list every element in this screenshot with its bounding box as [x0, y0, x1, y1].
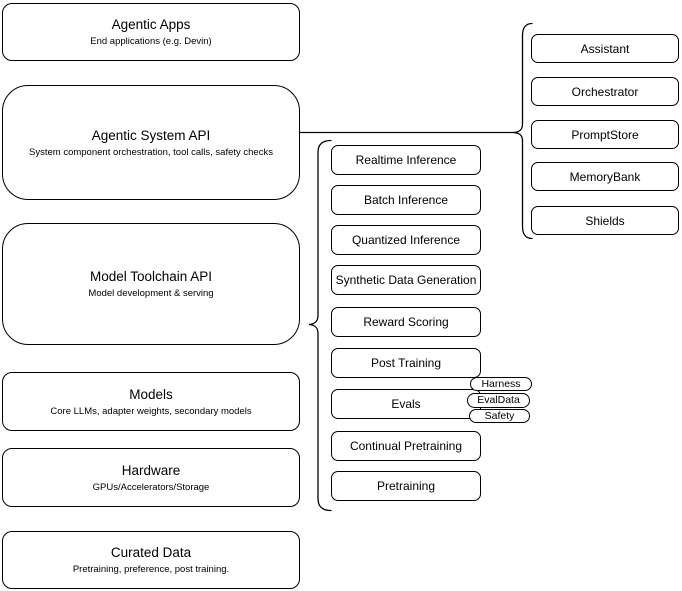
tag-safety: Safety — [469, 409, 530, 423]
hardware-box: Hardware GPUs/Accelerators/Storage — [2, 448, 300, 507]
agentic-apps-subtitle: End applications (e.g. Devin) — [90, 36, 212, 47]
hardware-subtitle: GPUs/Accelerators/Storage — [92, 481, 210, 493]
tag-evaldata: EvalData — [467, 393, 530, 408]
box-synthetic-data-generation: Synthetic Data Generation — [331, 265, 481, 295]
models-subtitle: Core LLMs, adapter weights, secondary mo… — [50, 405, 252, 417]
box-shields: Shields — [531, 206, 679, 235]
model-toolchain-api-box: Model Toolchain API Model development & … — [2, 223, 300, 345]
model-toolchain-api-subtitle: Model development & serving — [88, 288, 214, 299]
curated-data-subtitle: Pretraining, preference, post training. — [72, 564, 230, 575]
box-batch-inference: Batch Inference — [331, 185, 481, 215]
tag-harness: Harness — [470, 377, 532, 391]
box-pretraining: Pretraining — [331, 471, 481, 501]
box-promptstore: PromptStore — [531, 120, 679, 149]
model-toolchain-api-title: Model Toolchain API — [89, 269, 213, 284]
box-post-training: Post Training — [331, 348, 481, 378]
box-orchestrator: Orchestrator — [531, 77, 679, 106]
models-title: Models — [129, 386, 173, 402]
toolchain-brace — [308, 139, 332, 512]
hardware-title: Hardware — [121, 462, 181, 478]
box-quantized-inference: Quantized Inference — [331, 225, 481, 255]
box-realtime-inference: Realtime Inference — [331, 145, 481, 175]
agentic-system-api-subtitle: System component orchestration, tool cal… — [29, 146, 273, 158]
box-assistant: Assistant — [531, 34, 679, 63]
box-memorybank: MemoryBank — [531, 162, 679, 191]
box-continual-pretraining: Continual Pretraining — [331, 431, 481, 461]
curated-data-box: Curated Data Pretraining, preference, po… — [2, 531, 300, 589]
box-reward-scoring: Reward Scoring — [331, 307, 481, 337]
agentic-apps-title: Agentic Apps — [111, 17, 191, 32]
agentic-apps-box: Agentic Apps End applications (e.g. Devi… — [2, 3, 300, 61]
system-brace — [513, 22, 533, 240]
box-evals: Evals — [331, 389, 481, 419]
curated-data-title: Curated Data — [110, 545, 192, 560]
models-box: Models Core LLMs, adapter weights, secon… — [2, 372, 300, 431]
agentic-system-api-box: Agentic System API System component orch… — [2, 85, 300, 200]
agentic-system-api-title: Agentic System API — [91, 127, 211, 143]
